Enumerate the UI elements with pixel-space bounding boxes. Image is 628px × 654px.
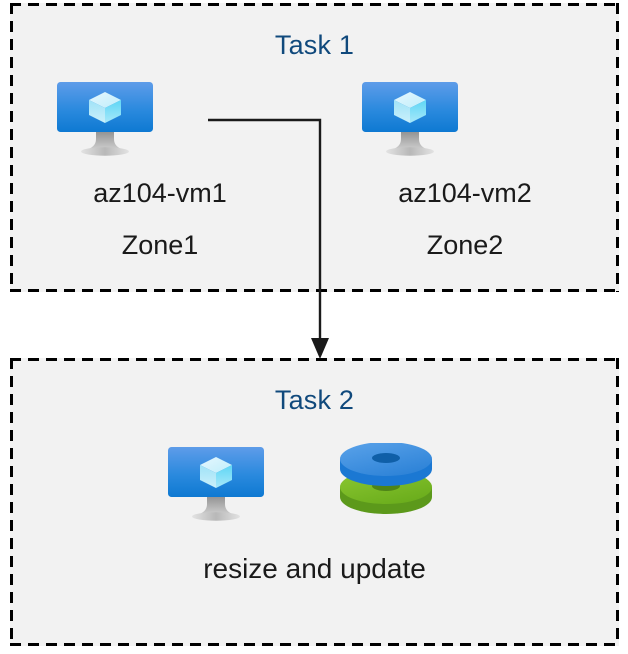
node-label-line1: az104-vm1 bbox=[93, 178, 227, 208]
task-1-border-right bbox=[616, 3, 619, 292]
task-1-border-left bbox=[10, 3, 13, 292]
node-az104-vm1[interactable]: az104-vm1 Zone1 bbox=[55, 80, 265, 262]
task-2-container: Task 2 bbox=[10, 358, 619, 646]
task-1-border-bottom bbox=[10, 289, 619, 292]
task-2-border-bottom bbox=[10, 643, 619, 646]
azure-virtual-machine-icon bbox=[360, 80, 570, 158]
task-2-title: Task 2 bbox=[274, 385, 355, 415]
task-2-caption: resize and update bbox=[203, 553, 426, 584]
task-2-border-left bbox=[10, 358, 13, 646]
node-label-line1: az104-vm2 bbox=[398, 178, 532, 208]
azure-virtual-machine-icon bbox=[55, 80, 265, 158]
azure-disks-icon bbox=[338, 443, 434, 525]
task-2-border-right bbox=[616, 358, 619, 646]
task-1-title: Task 1 bbox=[274, 30, 355, 60]
task-2-border-top bbox=[10, 358, 619, 361]
azure-virtual-machine-icon bbox=[166, 445, 266, 523]
connector-arrowhead bbox=[311, 338, 329, 359]
task-1-border-top bbox=[10, 3, 619, 6]
task-2-icon-row bbox=[140, 443, 460, 525]
node-label-line2: Zone1 bbox=[121, 230, 199, 260]
node-label-line2: Zone2 bbox=[426, 230, 504, 260]
node-az104-vm2[interactable]: az104-vm2 Zone2 bbox=[360, 80, 570, 262]
